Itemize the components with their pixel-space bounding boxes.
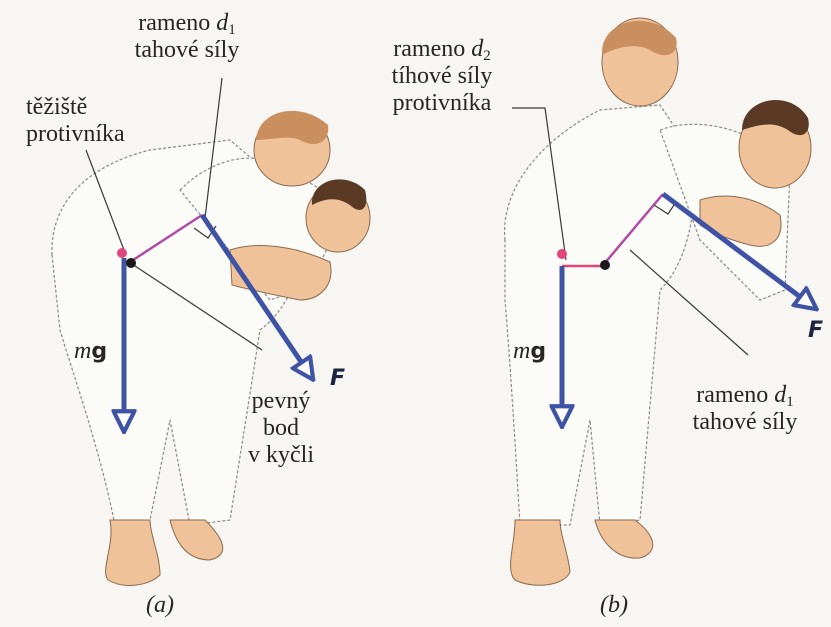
label-arm-d2-b-sub: 2 <box>483 48 491 64</box>
label-arm-d1-b-sub: 1 <box>786 394 794 410</box>
label-arm-d1-a-sym: d <box>216 10 228 36</box>
label-force-a: F <box>330 366 345 391</box>
label-arm-d1-a-sub: 1 <box>228 22 236 38</box>
label-pivot-a-line2: bod <box>263 415 299 441</box>
label-arm-d1-a: rameno d1 tahové síly <box>112 10 262 64</box>
label-pivot-a-line3: v kyčli <box>248 442 314 468</box>
caption-a: (a) <box>146 592 174 619</box>
opponent-feet-a <box>106 520 223 585</box>
label-cog-a-line1: těžiště <box>26 94 87 120</box>
label-weight-b: mg <box>513 338 546 365</box>
pivot-dot-a <box>126 258 136 268</box>
pivot-dot-b <box>600 260 610 270</box>
label-arm-d2-b-word: rameno <box>393 36 465 62</box>
label-pivot-a-line1: pevný <box>252 388 311 414</box>
label-weight-a-m: m <box>74 338 91 364</box>
label-arm-d1-a-line2: tahové síly <box>135 37 240 63</box>
label-arm-d1-b-line2: tahové síly <box>693 409 798 435</box>
label-arm-d1-b: rameno d1 tahové síly <box>670 382 820 436</box>
label-arm-d1-b-word: rameno <box>696 382 768 408</box>
cog-dot-b <box>557 249 567 259</box>
label-weight-a-g: g <box>91 339 107 364</box>
label-force-b: F <box>808 318 823 343</box>
label-weight-b-g: g <box>530 339 546 364</box>
label-weight-b-m: m <box>513 338 530 364</box>
label-cog-a: těžiště protivníka <box>26 94 125 148</box>
label-cog-a-line2: protivníka <box>26 121 125 147</box>
label-pivot-a: pevný bod v kyčli <box>226 388 336 469</box>
label-weight-a: mg <box>74 338 107 365</box>
panel-a-illustration <box>52 78 370 585</box>
caption-b: (b) <box>600 592 628 619</box>
opponent-feet-b <box>511 520 653 585</box>
label-arm-d2-b-sym: d <box>471 36 483 62</box>
label-arm-d2-b: rameno d2 tíhové síly protivníka <box>368 36 516 117</box>
label-arm-d1-b-sym: d <box>774 382 786 408</box>
panel-b-illustration <box>505 18 815 585</box>
opponent-gi-b <box>505 105 694 525</box>
cog-dot-a <box>117 248 127 258</box>
label-arm-d2-b-line2: tíhové síly <box>392 63 493 89</box>
label-arm-d1-a-word: rameno <box>138 10 210 36</box>
label-arm-d2-b-line3: protivníka <box>393 90 492 116</box>
